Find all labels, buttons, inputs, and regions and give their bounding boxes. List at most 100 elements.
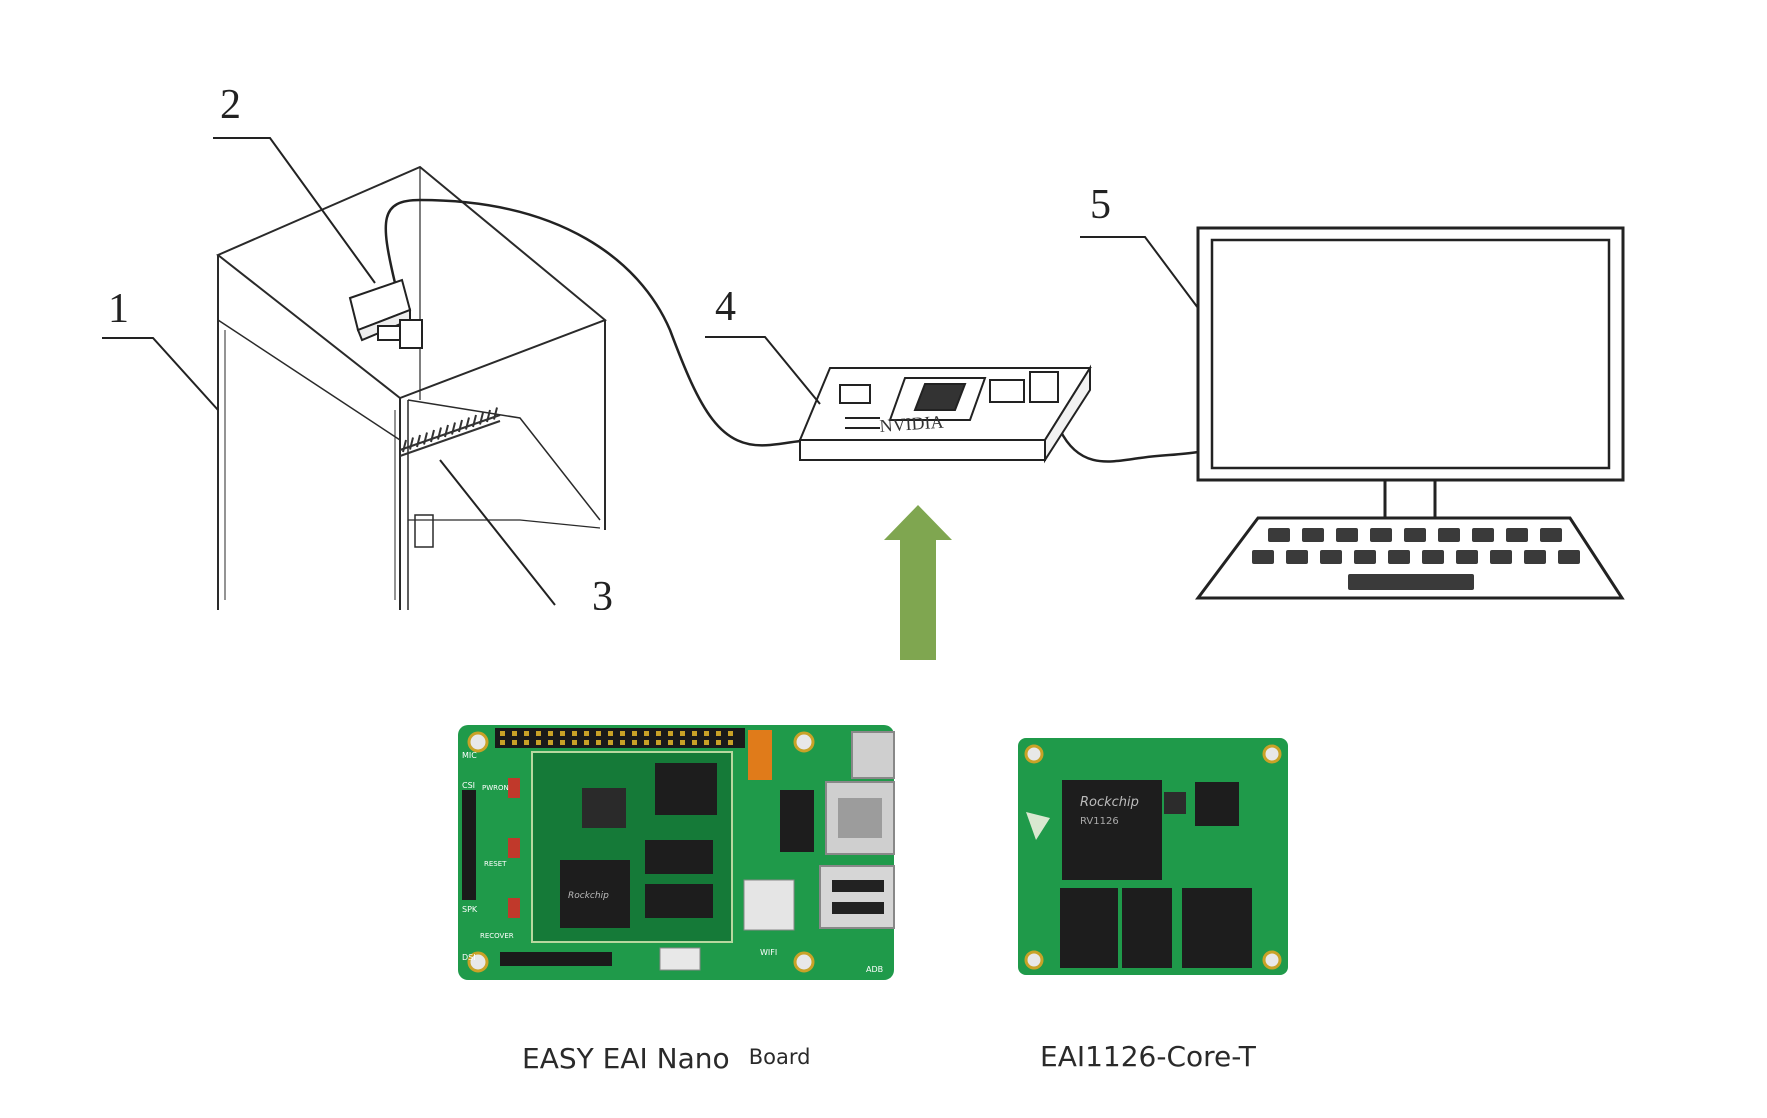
- gpio-pin: [692, 731, 697, 736]
- core-module-photo: Rockchip RV1126: [1018, 738, 1288, 975]
- nano-silk-csi: CSI: [462, 781, 475, 790]
- gpio-pin: [632, 731, 637, 736]
- gpio-pin: [512, 731, 517, 736]
- keyboard-key: [1472, 528, 1494, 542]
- grating-bar: [423, 432, 428, 445]
- gpio-pin: [512, 740, 517, 745]
- gpio-pin: [524, 731, 529, 736]
- caption-nano-suffix: Board: [748, 1045, 811, 1069]
- nano-board-photo: MIC PWRON CSI RESET SPK RECOVER DSI WIFI…: [458, 725, 895, 980]
- nano-silk-adb: ADB: [866, 965, 883, 974]
- label-4: 4: [715, 284, 736, 330]
- monitor-cable: [1058, 429, 1199, 463]
- keyboard-key: [1524, 550, 1546, 564]
- label-1: 1: [108, 286, 129, 332]
- gpio-pin: [656, 731, 661, 736]
- gpio-pin: [548, 731, 553, 736]
- grating-bar: [430, 429, 435, 443]
- keyboard-key: [1404, 528, 1426, 542]
- grating-bar: [493, 407, 498, 420]
- grating-bar: [465, 417, 470, 430]
- gpio-pin: [596, 740, 601, 745]
- core-chip-model: RV1126: [1080, 816, 1119, 827]
- keyboard-key: [1336, 528, 1358, 542]
- keyboard-key: [1354, 550, 1376, 564]
- label-3: 3: [592, 574, 613, 620]
- gpio-pin: [608, 740, 613, 745]
- grating-bar: [451, 422, 456, 435]
- gpio-pin: [584, 740, 589, 745]
- gpio-pin: [680, 731, 685, 736]
- nano-silk-recover: RECOVER: [480, 932, 514, 940]
- grating-bar: [458, 419, 463, 433]
- gpio-pin: [728, 740, 733, 745]
- keyboard-key: [1320, 550, 1342, 564]
- grating-bar: [409, 437, 414, 450]
- gpio-pin: [596, 731, 601, 736]
- caption-nano: EASY EAI Nano Board: [522, 1042, 810, 1075]
- jetson-board: [798, 364, 1092, 464]
- gpio-pin: [572, 740, 577, 745]
- nano-silk-reset: RESET: [484, 860, 507, 868]
- label-5: 5: [1090, 182, 1111, 228]
- gpio-pin: [716, 740, 721, 745]
- grating-bar: [486, 409, 491, 423]
- caption-core: EAI1126-Core-T: [1040, 1040, 1256, 1073]
- keyboard-key: [1540, 528, 1562, 542]
- grating-bar: [472, 414, 477, 428]
- gpio-pin: [704, 731, 709, 736]
- spacebar: [1348, 574, 1474, 590]
- camera: [348, 278, 423, 349]
- nano-silk-dsi: DSI: [462, 953, 476, 962]
- gpio-pin: [536, 740, 541, 745]
- gpio-pin: [608, 731, 613, 736]
- grating-bar: [416, 434, 421, 448]
- keyboard-key: [1506, 528, 1528, 542]
- grating-bar: [402, 439, 407, 453]
- cabinet: [216, 165, 607, 610]
- gpio-pin: [668, 740, 673, 745]
- keyboard-key: [1558, 550, 1580, 564]
- nano-silk-pwron: PWRON: [482, 784, 509, 792]
- gpio-pin: [560, 731, 565, 736]
- gpio-pin: [656, 740, 661, 745]
- gpio-pin: [644, 740, 649, 745]
- gpio-pin: [632, 740, 637, 745]
- gpio-pin: [704, 740, 709, 745]
- keyboard-key: [1490, 550, 1512, 564]
- gpio-pin: [524, 740, 529, 745]
- nano-silk-wifi: WIFI: [760, 948, 777, 957]
- monitor: [1196, 226, 1625, 520]
- gpio-pin: [644, 731, 649, 736]
- keyboard-key: [1302, 528, 1324, 542]
- gpio-pin: [584, 731, 589, 736]
- gpio-pin: [560, 740, 565, 745]
- keyboard-key: [1422, 550, 1444, 564]
- jetson-text: NVIDIA: [879, 412, 944, 436]
- gpio-pin: [692, 740, 697, 745]
- core-chip-brand: Rockchip: [1080, 795, 1139, 810]
- grating-bar: [444, 424, 449, 438]
- nano-chip-brand: Rockchip: [568, 891, 609, 901]
- keyboard-key: [1388, 550, 1410, 564]
- keyboard-key: [1438, 528, 1460, 542]
- nano-silk-mic: MIC: [462, 751, 477, 760]
- keyboard: [1195, 516, 1625, 600]
- keyboard-key: [1268, 528, 1290, 542]
- grating-bar: [479, 412, 484, 425]
- nano-silk-spk: SPK: [462, 905, 478, 914]
- gpio-pin: [572, 731, 577, 736]
- gpio-pin: [620, 731, 625, 736]
- label-2: 2: [220, 82, 241, 128]
- camera-cable: [384, 198, 816, 447]
- gpio-pin: [668, 731, 673, 736]
- keyboard-key: [1252, 550, 1274, 564]
- grating: [399, 407, 501, 457]
- caption-nano-main: EASY EAI Nano: [522, 1042, 730, 1075]
- gpio-pin: [680, 740, 685, 745]
- gpio-pin: [728, 731, 733, 736]
- gpio-pin: [548, 740, 553, 745]
- gpio-pin: [716, 731, 721, 736]
- leader-lines: [102, 137, 1199, 606]
